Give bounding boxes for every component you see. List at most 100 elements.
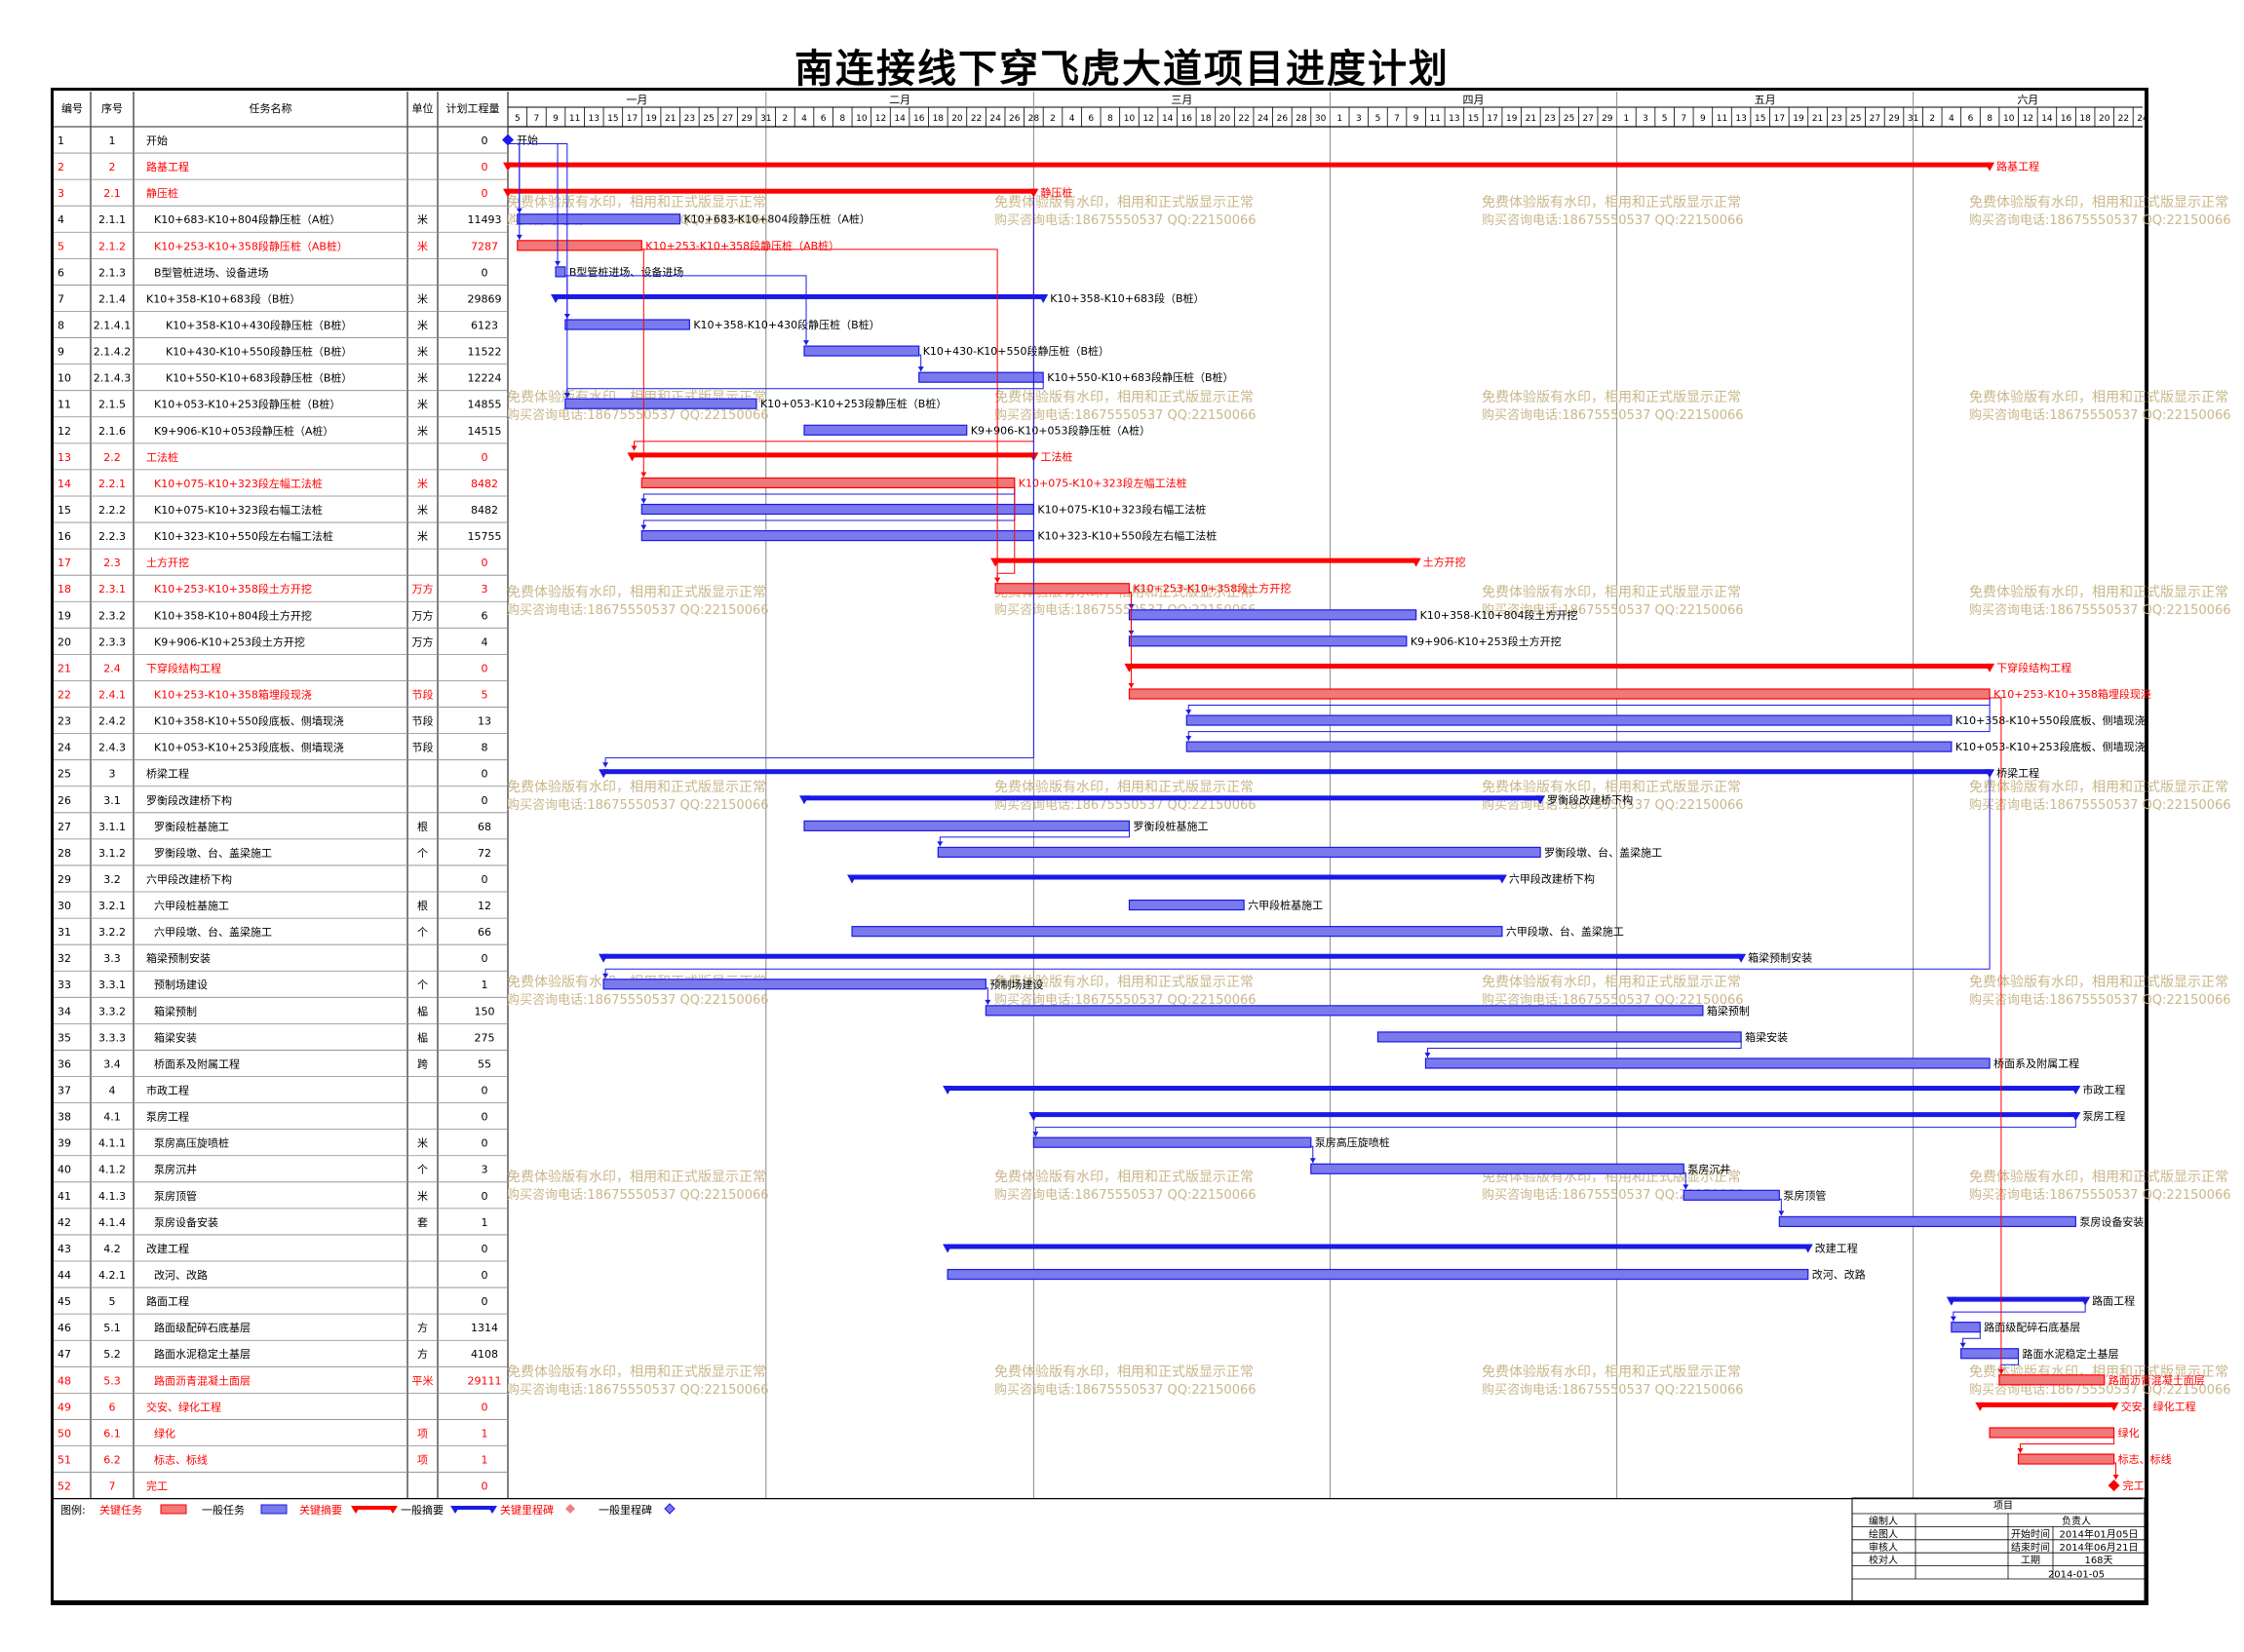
task-id: 21 (58, 662, 71, 674)
task-seq: 3.3 (103, 952, 121, 965)
legend-normal-summary: 一般摘要 (401, 1503, 444, 1517)
task-seq: 2 (109, 161, 116, 173)
task-name: 泵房工程 (146, 1111, 189, 1124)
dependency-arrow (631, 445, 638, 451)
task-unit: 米 (417, 319, 428, 331)
summary-bar (632, 452, 1034, 458)
task-name: 箱梁预制 (154, 1004, 197, 1018)
day-tick-label: 1 (1336, 114, 1342, 124)
task-qty: 1314 (471, 1322, 498, 1334)
task-seq: 2.2.2 (98, 504, 126, 517)
task-name: K10+253-K10+358段土方开挖 (154, 582, 312, 595)
watermark-text: 购买咨询电话:18675550537 QQ:22150066 (1969, 602, 2231, 618)
task-bar (1951, 1322, 1981, 1333)
task-seq: 4.1.2 (98, 1164, 126, 1176)
task-id: 9 (58, 346, 64, 359)
watermark-text: 免费体验版有水印，相用和正式版显示正常 (507, 780, 766, 795)
task-qty: 0 (482, 662, 488, 674)
task-seq: 2.1.3 (98, 266, 126, 279)
task-unit: 个 (417, 979, 428, 991)
task-id: 45 (58, 1295, 71, 1308)
task-unit: 米 (417, 1137, 428, 1150)
task-bar-label: 箱梁预制 (1707, 1004, 1750, 1018)
legend-normal-milestone-swatch (664, 1503, 676, 1515)
task-qty: 8482 (471, 504, 498, 517)
task-seq: 2.1.4.1 (94, 319, 131, 331)
task-id: 8 (58, 319, 64, 331)
task-name: 改河、改路 (154, 1268, 208, 1282)
task-bar-label: 交安、绿化工程 (2121, 1400, 2196, 1413)
task-bar-label: K10+323-K10+550段左右幅工法桩 (1037, 529, 1217, 543)
task-bar (517, 240, 642, 251)
day-tick-label: 14 (2041, 114, 2053, 124)
task-qty: 0 (482, 768, 488, 781)
task-bar-label: K10+053-K10+253段静压桩（B桩） (760, 397, 947, 410)
day-tick-label: 9 (553, 114, 559, 124)
header-seq: 序号 (101, 101, 123, 115)
task-bar-label: 罗衡段改建桥下构 (1547, 792, 1633, 806)
task-bar (1128, 688, 1991, 700)
month-label: 六月 (2017, 94, 2038, 106)
watermark-text: 购买咨询电话:18675550537 QQ:22150066 (1482, 1187, 1744, 1203)
task-seq: 3 (109, 768, 116, 781)
summary-bar (603, 769, 1991, 775)
task-bar-label: 路面水泥稳定土基层 (2023, 1347, 2119, 1361)
legend-critical-task: 关键任务 (99, 1503, 142, 1517)
task-name: 罗衡段墩、台、盖梁施工 (154, 846, 272, 860)
task-qty: 0 (482, 794, 488, 807)
dependency-link (1990, 697, 2002, 1374)
summary-bar-end-cap (1985, 162, 1995, 172)
day-tick-label: 9 (1413, 114, 1419, 124)
dependency-link (642, 486, 1016, 504)
task-name: 泵房高压旋喷桩 (154, 1136, 229, 1150)
task-unit: 米 (417, 372, 428, 385)
day-tick-label: 29 (1888, 114, 1900, 124)
task-id: 3 (58, 187, 64, 200)
dependency-arrow (1128, 683, 1135, 689)
task-name: 罗衡段桩基施工 (154, 820, 229, 833)
task-bar-label: K10+053-K10+253段底板、侧墙现浇 (1955, 740, 2146, 753)
day-tick-label: 21 (1812, 114, 1823, 124)
task-seq: 2.2.1 (98, 478, 126, 490)
task-bar-label: 改河、改路 (1812, 1268, 1866, 1282)
task-qty: 275 (475, 1031, 495, 1044)
task-bar-label: 路面工程 (2092, 1295, 2135, 1308)
summary-bar-start-cap (943, 1086, 953, 1095)
summary-bar (1980, 1402, 2114, 1407)
dependency-arrow (640, 524, 647, 530)
dependency-arrow (563, 314, 570, 320)
watermark-text: 购买咨询电话:18675550537 QQ:22150066 (994, 407, 1257, 423)
task-name: 六甲段墩、台、盖梁施工 (154, 925, 272, 939)
day-tick-label: 8 (1987, 114, 1993, 124)
month-label: 一月 (626, 94, 647, 106)
task-bar-label: 六甲段改建桥下构 (1509, 871, 1595, 885)
project-box-start-value: 2014年01月05日 (2060, 1527, 2139, 1540)
task-seq: 2.1.1 (98, 213, 126, 226)
task-name: 泵房沉井 (154, 1163, 197, 1176)
dependency-arrow (602, 762, 609, 768)
task-name: 静压桩 (146, 186, 178, 200)
task-name: 路基工程 (146, 161, 189, 173)
task-unit: 节段 (412, 687, 434, 701)
watermark-text: 购买咨询电话:18675550537 QQ:22150066 (1969, 212, 2231, 228)
task-unit: 跨 (417, 1057, 428, 1070)
month-label: 三月 (1171, 94, 1192, 106)
watermark-text: 购买咨询电话:18675550537 QQ:22150066 (1969, 797, 2231, 813)
day-tick-label: 14 (1162, 114, 1174, 124)
watermark-text: 购买咨询电话:18675550537 QQ:22150066 (1969, 1187, 2231, 1203)
task-bar-label: 泵房设备安装 (2079, 1214, 2144, 1228)
task-name: 路面级配碎石底基层 (154, 1321, 251, 1334)
header-unit: 单位 (412, 101, 434, 115)
summary-bar-end-cap (1535, 795, 1546, 805)
day-tick-label: 20 (951, 114, 963, 124)
day-tick-label: 16 (2061, 114, 2072, 124)
task-bar-label: 下穿段结构工程 (1996, 661, 2071, 674)
watermark-text: 购买咨询电话:18675550537 QQ:22150066 (1969, 407, 2231, 423)
day-tick-label: 10 (856, 114, 868, 124)
watermark-text: 购买咨询电话:18675550537 QQ:22150066 (994, 1382, 1257, 1398)
task-seq: 2.1.5 (98, 399, 126, 411)
task-bar-label: 桥面系及附属工程 (1993, 1057, 2079, 1070)
task-id: 44 (58, 1269, 71, 1282)
task-seq: 3.2.2 (98, 926, 126, 939)
